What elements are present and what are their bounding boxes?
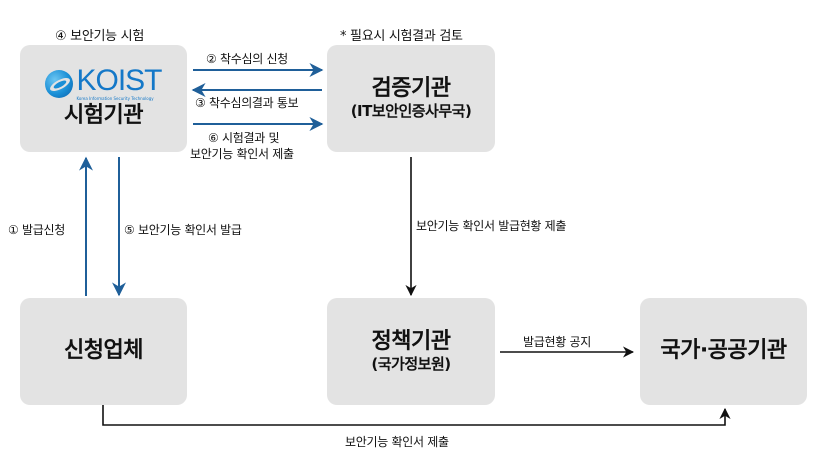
public-title: 국가·공공기관 xyxy=(660,338,787,364)
label-request-review: ② 착수심의 신청 xyxy=(206,52,288,66)
label-submit-certificate: 보안기능 확인서 제출 xyxy=(345,435,449,449)
label-review-result: ③ 착수심의결과 통보 xyxy=(195,96,299,110)
verification-caption: * 필요시 시험결과 검토 xyxy=(340,29,463,44)
verification-title: 검증기관 xyxy=(371,75,451,101)
policy-title: 정책기관 xyxy=(371,328,451,354)
koist-logo-word: KOIST xyxy=(76,64,162,98)
arrow-submit-certificate xyxy=(102,405,731,426)
test-lab-caption: ④ 보안기능 시험 xyxy=(55,29,144,44)
node-verification: 검증기관 (IT보안인증사무국) xyxy=(327,45,495,152)
label-announce: 발급현황 공지 xyxy=(523,335,591,349)
applicant-title: 신청업체 xyxy=(64,338,143,364)
koist-logo-tagline: Korea Information Security Technology xyxy=(76,96,154,102)
koist-globe-icon xyxy=(45,70,74,99)
label-submit-results-line1: ⑥ 시험결과 및 xyxy=(208,131,280,145)
test-lab-title: 시험기관 xyxy=(64,103,143,129)
label-submit-status: 보안기능 확인서 발급현황 제출 xyxy=(416,219,567,233)
verification-subtitle: (IT보안인증사무국) xyxy=(350,101,472,120)
koist-logo: KOIST Korea Information Security Technol… xyxy=(45,64,163,102)
label-apply: ① 발급신청 xyxy=(8,223,65,237)
node-policy: 정책기관 (국가정보원) xyxy=(327,298,495,405)
node-public: 국가·공공기관 xyxy=(640,298,807,405)
label-issue: ⑤ 보안기능 확인서 발급 xyxy=(124,223,242,237)
node-test-lab: KOIST Korea Information Security Technol… xyxy=(20,45,187,152)
node-applicant: 신청업체 xyxy=(20,298,187,405)
label-submit-results-line2: 보안기능 확인서 제출 xyxy=(190,147,294,161)
policy-subtitle: (국가정보원) xyxy=(371,354,451,373)
